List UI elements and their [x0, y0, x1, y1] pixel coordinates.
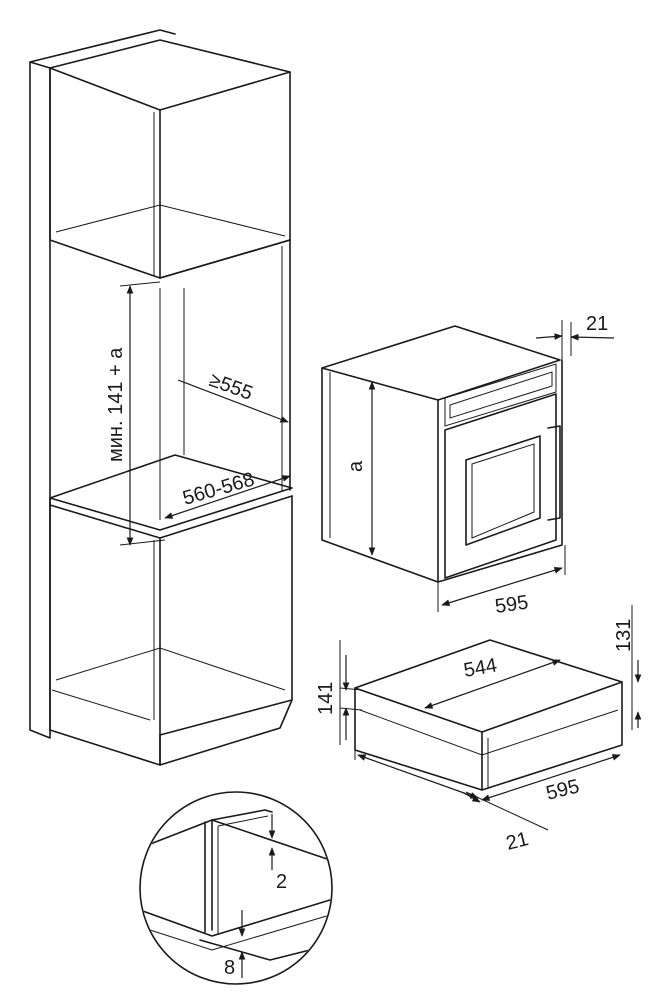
dim-front-offset: 21 — [535, 313, 615, 360]
label-drawer-height-right: 131 — [613, 619, 635, 652]
dim-drawer-front-offset: 21 — [461, 791, 549, 855]
oven-window — [465, 435, 541, 546]
label-drawer-height-left: 141 — [315, 682, 337, 715]
label-oven-width: 595 — [494, 592, 530, 618]
niche-shelf — [49, 454, 293, 531]
tall-cabinet — [29, 29, 293, 766]
label-front-offset: 21 — [586, 313, 608, 335]
dim-niche-height: мин. 141 + a — [105, 281, 166, 546]
label-gap-bottom: 8 — [224, 957, 235, 979]
label-drawer-inner-width: 544 — [462, 654, 499, 681]
label-gap-top: 2 — [276, 871, 287, 893]
dim-oven-height: a — [345, 381, 376, 556]
oven — [321, 325, 563, 583]
upper-box-top — [49, 39, 291, 111]
label-niche-depth: ≥555 — [206, 369, 255, 405]
oven-top — [321, 325, 561, 401]
oven-control-panel — [444, 363, 557, 427]
label-drawer-front-offset: 21 — [504, 828, 531, 855]
detail-view: 2 8 — [139, 791, 333, 985]
dim-oven-width: 595 — [437, 545, 566, 618]
oven-handle — [547, 425, 561, 521]
label-oven-height: a — [345, 460, 367, 472]
dim-niche-width: 560-568 — [164, 468, 291, 519]
dim-drawer-inner-width: 544 — [424, 654, 561, 709]
dim-drawer-height-right: 131 — [613, 605, 642, 730]
label-niche-height: мин. 141 + a — [105, 347, 127, 462]
cabinet-left-panel — [29, 61, 51, 739]
oven-door — [444, 393, 557, 579]
detail-circle — [139, 791, 333, 985]
dim-niche-depth: ≥555 — [177, 369, 289, 423]
dim-drawer-height-left: 141 — [315, 640, 363, 745]
label-drawer-width: 595 — [544, 775, 582, 804]
